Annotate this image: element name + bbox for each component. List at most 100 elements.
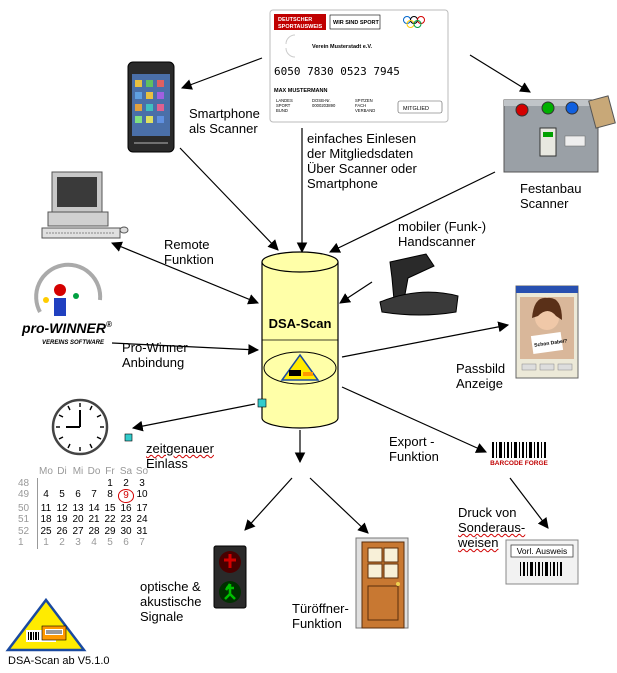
arrow-festanbau-to-center [329,171,496,253]
calendar-day[interactable]: 27 [72,525,84,537]
calendar-day[interactable]: 10 [136,489,148,500]
card-col2-l1: DOSB-Nr. [312,98,331,103]
calendar-day[interactable]: 1 [107,477,113,489]
card-col3-l1: SPITZEN [355,98,373,103]
label-zeit-line1: zeitgenauer [146,441,214,456]
clock-handle[interactable] [124,433,133,442]
calendar-day[interactable]: 21 [88,514,100,525]
calendar-day[interactable] [86,478,102,490]
calendar-day[interactable]: 18 [40,514,52,525]
arrow-smartphone-to-center [179,147,279,251]
cylinder-handle[interactable] [257,398,267,408]
label-prowinner: Pro-Winner Anbindung [122,340,188,370]
label-version: DSA-Scan ab V5.1.0 [8,655,110,667]
calendar-day[interactable]: 20 [72,514,84,525]
barcode-forge-logo: BARCODE FORGE [490,442,549,467]
calendar-day[interactable]: 5 [107,537,113,548]
arrow-center-to-passbild [341,321,510,358]
label-passbild: Passbild Anzeige [456,361,506,391]
calendar-day[interactable]: 25 [40,525,52,537]
calendar-day[interactable]: 3 [139,477,145,489]
calendar-day[interactable]: 12 [56,502,68,514]
label-tuer: Türöffner- Funktion [292,601,349,631]
calendar-day[interactable]: 15 [104,502,116,514]
calendar-day[interactable]: 23 [120,514,132,525]
arrows [111,54,549,534]
calendar-header: Di [57,466,67,477]
label-druck-line3: weisen [458,535,499,550]
card-member-badge: MITGLIED [403,106,429,112]
calendar-day[interactable]: 16 [120,502,132,514]
calendar-day[interactable]: 9 [118,489,134,503]
card-col1-l3: BUND [276,108,288,113]
calendar-day[interactable]: 3 [75,537,81,548]
calendar-day[interactable]: 30 [120,525,132,537]
calendar-day[interactable]: 11 [40,502,52,514]
smartphone-icon [127,61,175,153]
label-export: Export - Funktion [389,434,439,464]
calendar-day[interactable]: 19 [56,514,68,525]
arrow-card-to-festanbau [469,54,531,93]
logo-brand-text: pro-WINNER [21,320,107,336]
card-col1-l1: LANDES [276,98,293,103]
calendar-day[interactable]: 17 [136,502,148,514]
card-col3-l3: VERBAND [355,108,375,113]
calendar-day[interactable]: 2 [123,477,129,489]
calendar-day[interactable]: 7 [91,489,97,500]
calendar-day[interactable]: 2 [59,537,65,548]
card-col1-l2: SPORT [276,103,291,108]
calendar-day[interactable]: 29 [104,525,116,537]
fixed-scanner-icon [503,95,616,173]
calendar-day[interactable]: 4 [43,489,49,500]
label-einlesen: einfaches Einlesen der Mitgliedsdaten Üb… [307,131,417,191]
calendar-day[interactable]: 13 [72,502,84,514]
calendar-header: Mi [72,466,84,477]
calendar-day[interactable]: 22 [104,514,116,525]
label-remote: Remote Funktion [164,237,214,267]
calendar-day[interactable] [38,478,54,490]
calendar-day[interactable]: 14 [88,502,100,514]
dsa-scan-cylinder: DSA-Scan [257,251,339,429]
calendar-day[interactable]: 24 [136,514,148,525]
cylinder-title: DSA-Scan [269,316,332,331]
calendar-day[interactable]: 6 [123,537,129,548]
handheld-scanner-icon [379,253,459,316]
arrow-center-to-clock [131,403,256,432]
arrow-card-to-smartphone [180,57,263,90]
calendar-day[interactable]: 8 [107,489,113,500]
calendar-week-number: 1 [18,537,38,549]
calendar-day[interactable] [54,478,70,490]
calendar-day[interactable]: 4 [91,537,97,548]
card-number: 6050 7830 0523 7945 [274,65,400,78]
card-brand-line1: DEUTSCHER [278,17,312,23]
arrow-center-to-trafficlight [244,477,293,531]
member-card: DEUTSCHER SPORTAUSWEIS WIR SIND SPORT Ve… [269,9,449,123]
barcode-forge-text: BARCODE FORGE [490,460,548,467]
label-festanbau: Festanbau Scanner [520,181,582,211]
calendar-day[interactable]: 28 [88,525,100,537]
logo-brand: pro-WINNER® [21,320,112,336]
label-druck-line1: Druck von [458,505,517,520]
ausweis-label: Vorl. Ausweis [517,546,568,556]
calendar-day[interactable]: 31 [136,525,148,537]
calendar-day[interactable]: 7 [139,537,145,548]
calendar-day[interactable] [70,478,86,490]
calendar-header-row: Mo Di Mi Do Fr Sa So [18,466,169,478]
calendar-day[interactable]: 26 [56,525,68,537]
label-optisch: optische & akustische Signale [140,579,202,624]
olympic-rings-icon [403,16,425,28]
calendar-day[interactable]: 5 [59,489,65,500]
card-wir-sind-sport: WIR SIND SPORT [333,20,379,26]
calendar-day[interactable]: 6 [75,489,81,500]
calendar-day[interactable]: 1 [43,537,49,548]
label-zeit-line2: Einlass [146,456,188,471]
